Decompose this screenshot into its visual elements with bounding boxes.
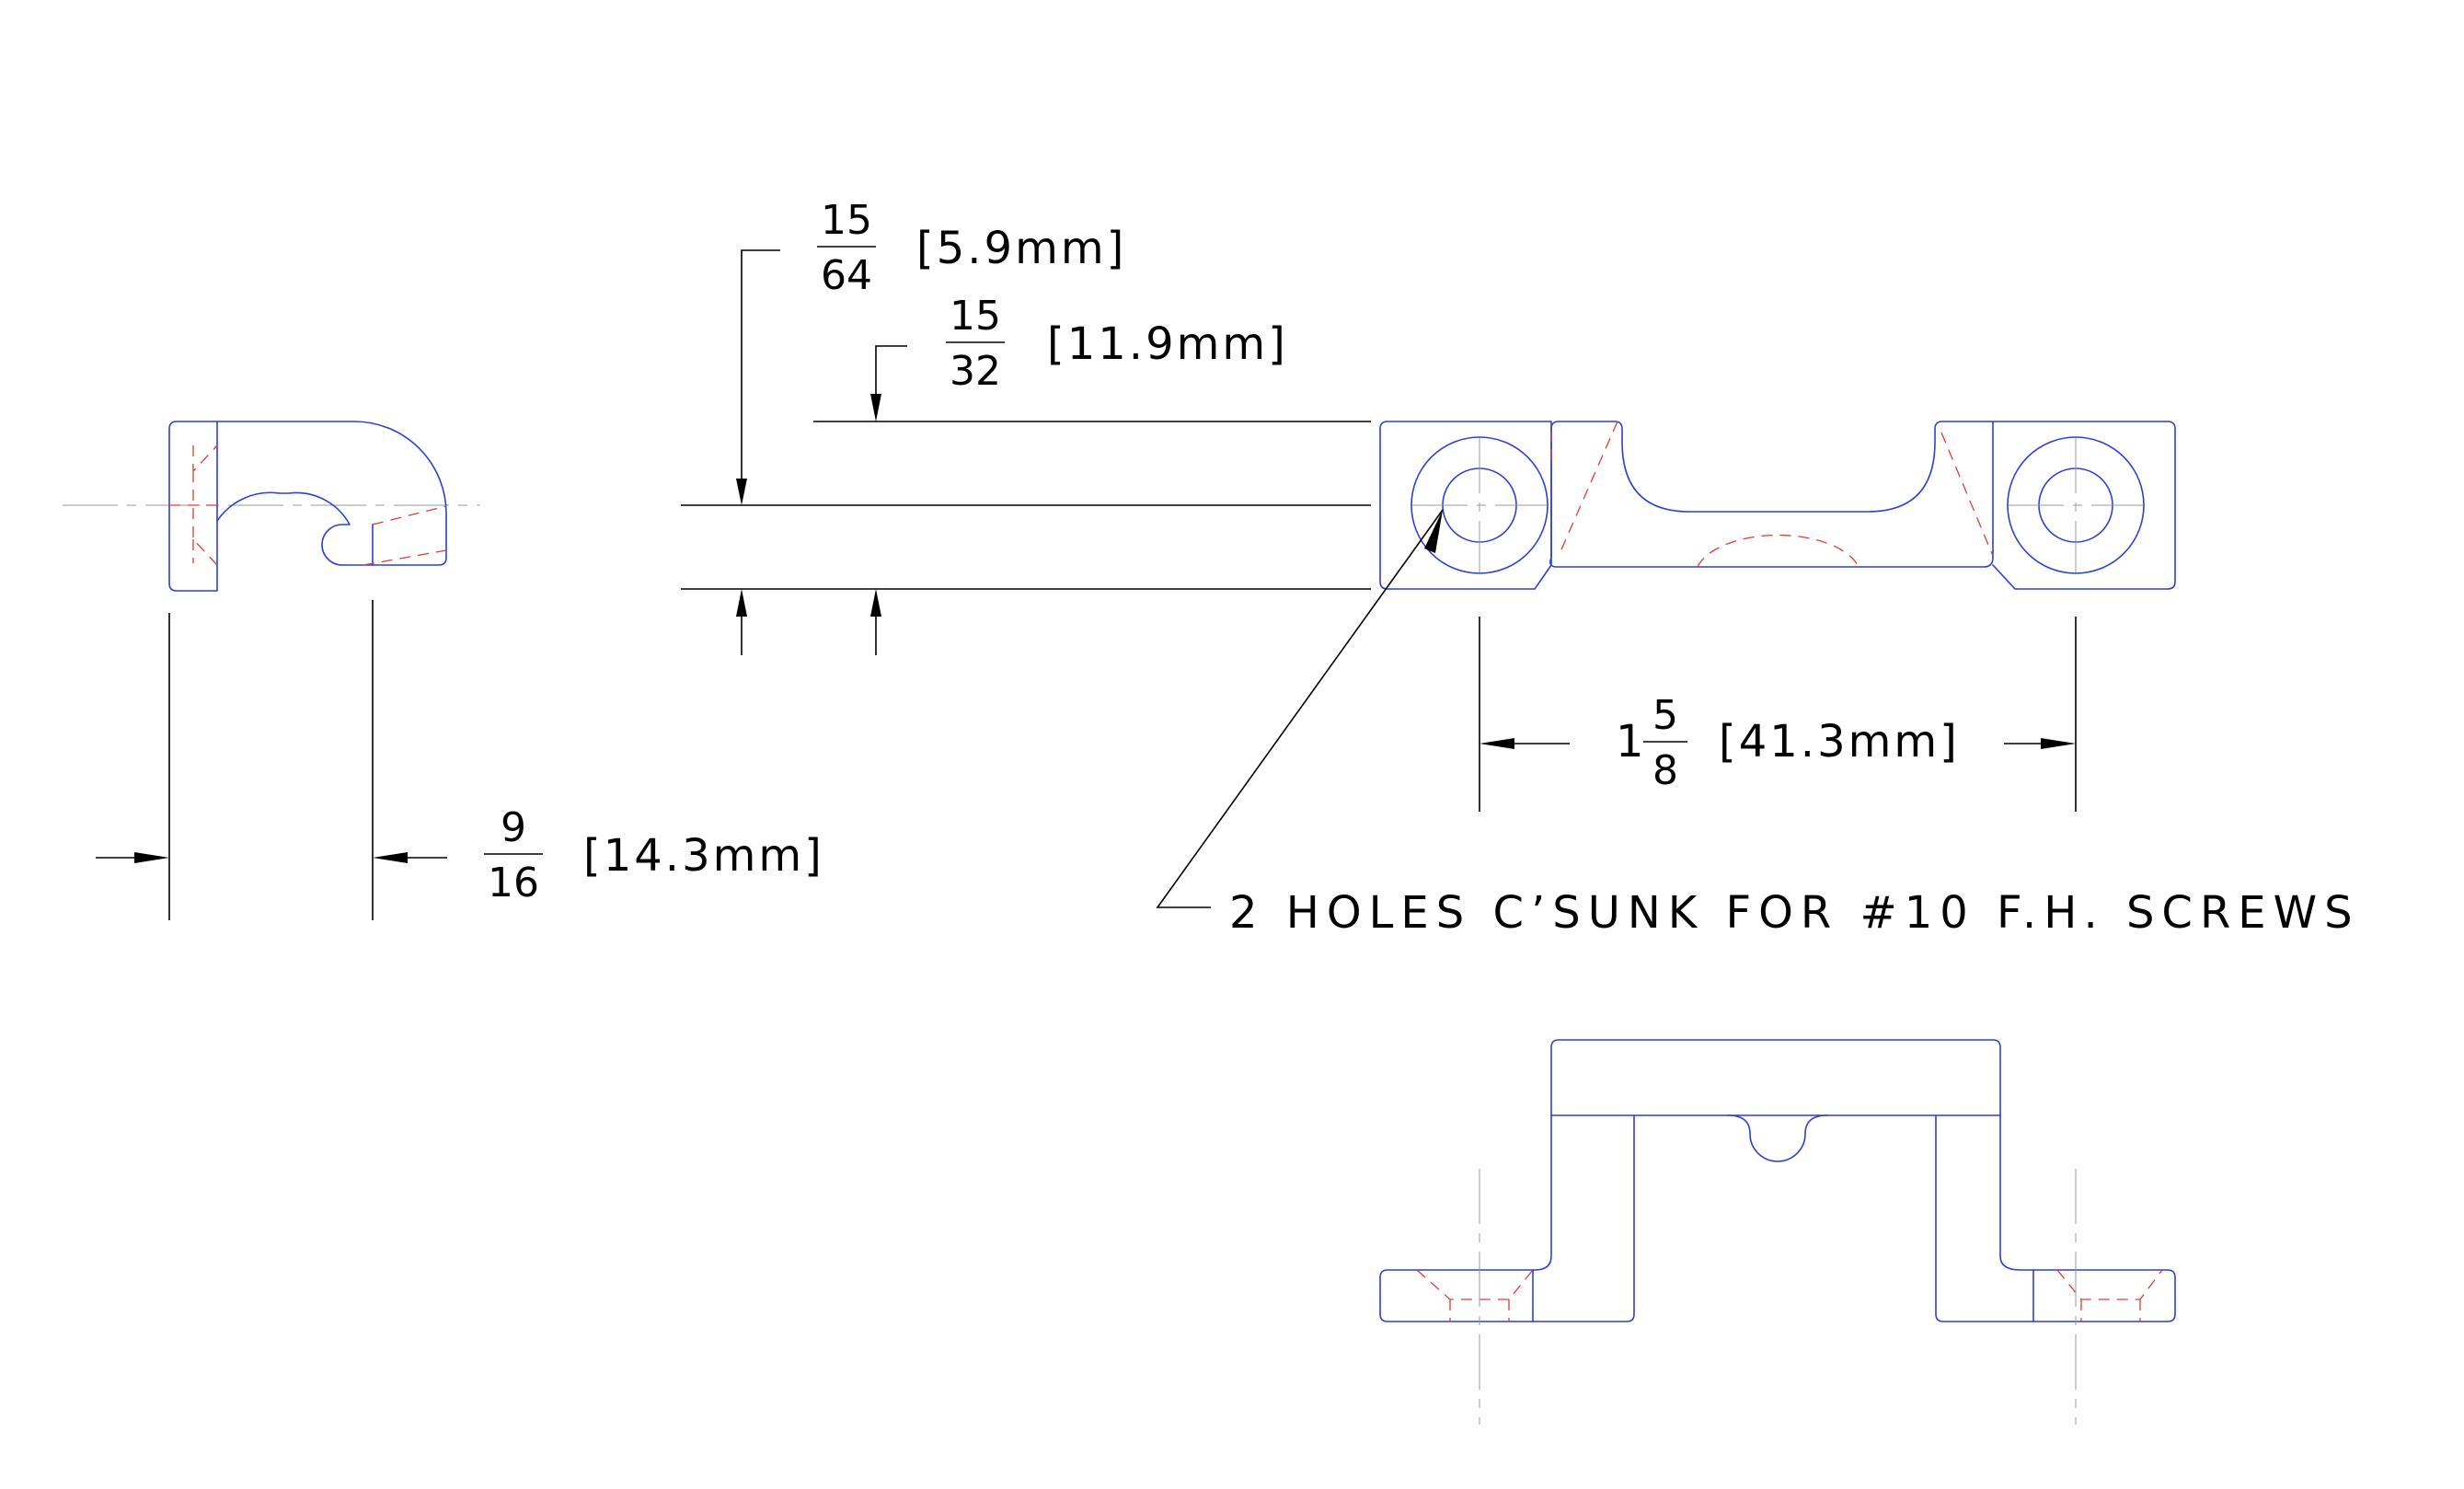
side-view <box>63 421 480 592</box>
dim-9-16-lines <box>96 600 447 920</box>
dim-1-5-8-numerator: 5 <box>1652 692 1678 739</box>
dim-1-5-8-metric: [41.3mm] <box>1719 716 1960 768</box>
arrow-15-64-bottom <box>736 589 747 617</box>
side-view-countersink-hidden <box>169 444 218 566</box>
front-view-bridge <box>1549 421 1994 568</box>
dim-9-16-numerator: 9 <box>501 804 526 851</box>
bottom-view-centerlines <box>1479 1169 2077 1425</box>
dim-15-32-numerator: 15 <box>950 293 1001 340</box>
front-view-right-block <box>1992 421 2176 590</box>
dim-1-5-8-whole: 1 <box>1616 716 1647 768</box>
arrowheads <box>134 394 2076 863</box>
side-view-outline <box>168 421 218 592</box>
dim-9-16-denominator: 16 <box>488 860 539 906</box>
dimension-1-5-8: 1 5 8 [41.3mm] <box>1616 692 1960 794</box>
arrow-9-16-right <box>373 852 408 863</box>
dim-15-64-leader <box>741 249 780 655</box>
left-hole-countersink <box>1410 436 1549 574</box>
arrow-15-32-top <box>870 394 881 421</box>
arrow-15-64-top <box>736 479 747 505</box>
dim-1-5-8-denominator: 8 <box>1652 747 1678 794</box>
dim-15-64-numerator: 15 <box>821 197 872 244</box>
front-view <box>1379 421 2176 590</box>
right-hole-countersink <box>2007 436 2145 574</box>
arrow-15-32-bottom <box>870 589 881 617</box>
dim-15-32-denominator: 32 <box>950 348 1001 395</box>
arrow-1-5-8-left <box>1480 738 1514 749</box>
side-view-hidden-curve <box>363 505 447 566</box>
dim-15-32-metric: [11.9mm] <box>1047 318 1288 370</box>
arrow-1-5-8-right <box>2041 738 2076 749</box>
dimension-lines <box>96 249 2077 920</box>
dimension-9-16: 9 16 [14.3mm] <box>484 804 824 906</box>
extension-lines-horizontal <box>681 421 1371 590</box>
dimension-15-64: 15 64 [5.9mm] <box>817 197 1126 299</box>
dim-9-16-metric: [14.3mm] <box>583 830 824 882</box>
dim-15-32-leader <box>875 345 907 655</box>
bottom-view-outline <box>1379 1039 2176 1322</box>
dimension-15-32: 15 32 [11.9mm] <box>946 293 1288 395</box>
bottom-view-inner <box>1532 1114 2034 1322</box>
front-view-hidden-lines <box>1550 421 1994 568</box>
dim-15-64-metric: [5.9mm] <box>916 223 1126 274</box>
bottom-view-notch <box>1727 1114 1828 1162</box>
arrow-9-16-left <box>134 852 169 863</box>
bottom-view <box>1379 1039 2176 1425</box>
note-leader <box>1156 509 1444 908</box>
holes-note: 2 HOLES C’SUNK FOR #10 F.H. SCREWS <box>1229 887 2360 939</box>
dim-15-64-denominator: 64 <box>821 252 872 299</box>
front-view-left-block <box>1379 421 1552 590</box>
side-view-hook <box>216 421 447 566</box>
front-view-centerlines <box>1412 438 2143 572</box>
arrow-note-leader <box>1424 510 1443 553</box>
dim-1-5-8-lines <box>1479 617 2077 812</box>
bottom-view-hidden-countersinks <box>1416 1269 2163 1322</box>
